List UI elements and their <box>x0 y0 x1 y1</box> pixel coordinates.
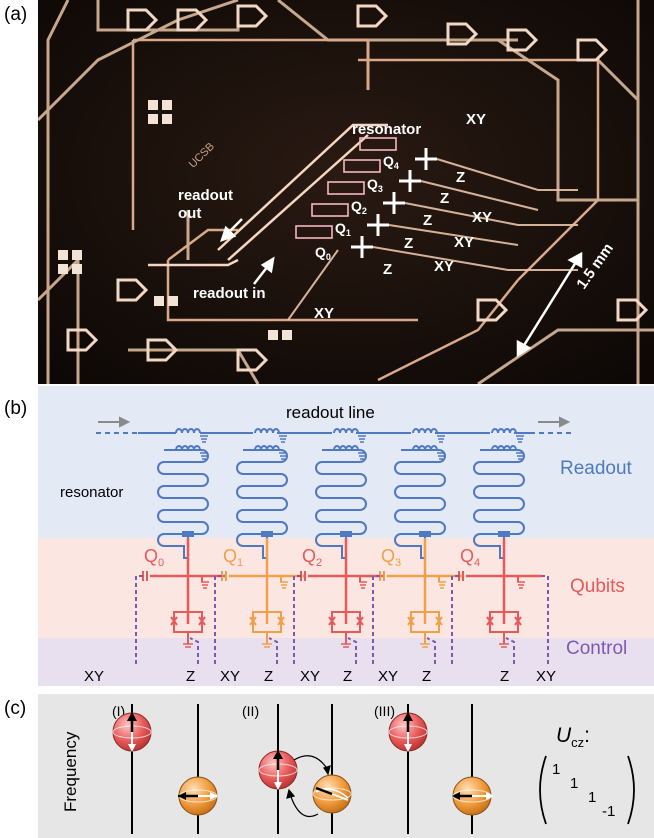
qubit-4: Q4 <box>451 538 542 664</box>
ctrl-label-8: Z <box>500 668 509 685</box>
panel-label-b: (b) <box>4 398 28 419</box>
photo-z-label-1: Z <box>456 169 465 186</box>
photo-xy-label-3: XY <box>434 258 454 275</box>
resonator-label: resonator <box>60 484 123 501</box>
readout-line-label: readout line <box>286 403 375 422</box>
matrix-entry-3: 1 <box>588 789 596 806</box>
qubit-sphere-1-orange <box>178 776 218 816</box>
resonator-column-0 <box>157 428 209 559</box>
circuit-diagram: Readout Qubits Control readout line reso… <box>38 386 654 686</box>
photo-arrows <box>220 218 583 358</box>
readout-path <box>148 123 388 267</box>
qubit-control-lines <box>287 158 578 321</box>
bond-pads <box>66 4 649 372</box>
photo-xy-label-2: XY <box>454 234 474 251</box>
matrix-bracket-right <box>627 755 635 825</box>
qubit-label-4: Q4 <box>460 546 480 569</box>
qubit-sphere-2-orange <box>312 774 352 814</box>
panel-label-c: (c) <box>4 698 27 719</box>
xy-line-right <box>542 575 549 664</box>
photo-label-xy-top: XY <box>466 111 486 128</box>
qubit-label-1: Q1 <box>223 546 243 569</box>
ctrl-label-3: Z <box>264 668 273 685</box>
region-label-readout: Readout <box>560 458 633 479</box>
qubit-sphere-3-orange <box>452 776 494 816</box>
swap-arrows <box>286 755 331 818</box>
control-region <box>38 638 654 686</box>
frequency-diagram: Frequency (I) (II) (III) <box>38 694 654 838</box>
ctrl-label-0: XY <box>84 668 104 685</box>
ctrl-label-9: XY <box>536 668 556 685</box>
ctrl-label-2: XY <box>220 668 240 685</box>
qubit-label-0: Q0 <box>144 546 164 569</box>
qubit-0: Q0 <box>135 538 226 664</box>
panel-label-a: (a) <box>4 4 28 25</box>
photo-label-readout-out-2: out <box>178 205 201 222</box>
photo-qubit-q1: Q1 <box>335 220 351 238</box>
step-label-1: (I) <box>112 703 125 719</box>
resonator-column-3 <box>394 428 446 559</box>
photo-z-label-3: Z <box>423 212 432 229</box>
photo-label-readout-in: readout in <box>193 285 266 302</box>
qubit-crosses <box>351 148 437 258</box>
region-label-qubits: Qubits <box>570 576 625 597</box>
qubit-2: Q2 <box>293 538 384 664</box>
qubit-sphere-3-red <box>388 712 428 752</box>
photo-z-label-2: Z <box>440 190 449 207</box>
matrix-entry-1: 1 <box>552 761 560 778</box>
ctrl-label-4: XY <box>300 668 320 685</box>
photo-qubit-q0: Q0 <box>315 244 331 262</box>
photo-qubit-q4: Q4 <box>383 153 399 171</box>
step-label-2: (II) <box>242 703 259 719</box>
ctrl-label-7: Z <box>422 668 431 685</box>
photo-qubit-q3: Q3 <box>367 176 383 194</box>
device-photo: resonator XY readout out readout in XY U… <box>38 0 654 384</box>
step-label-3: (III) <box>374 703 395 719</box>
qubit-sphere-2-red <box>258 750 298 790</box>
resonators <box>295 137 397 239</box>
qubit-label-3: Q3 <box>381 546 401 569</box>
photo-xy-label-1: XY <box>472 209 492 226</box>
photo-label-resonator: resonator <box>352 121 421 138</box>
ctrl-label-6: XY <box>378 668 398 685</box>
qubit-cells: Q0 Q1 Q2 Q3 Q4 <box>135 538 549 664</box>
photo-background <box>38 0 654 384</box>
qubit-3: Q3 <box>372 538 463 664</box>
control-line-labels: XY Z XY Z XY Z XY Z Z XY <box>84 668 556 685</box>
signal-arrows <box>98 416 571 428</box>
resonator-columns <box>157 428 525 559</box>
inner-frame <box>131 38 600 382</box>
gate-symbol: Ucz: <box>556 724 590 750</box>
matrix-entry-4: -1 <box>602 803 615 820</box>
photo-z-label-5: Z <box>383 261 392 278</box>
qubit-1: Q1 <box>214 538 305 664</box>
test-structures <box>58 100 292 340</box>
ctrl-label-1: Z <box>186 668 195 685</box>
resonator-column-1 <box>236 428 288 559</box>
qubit-label-2: Q2 <box>302 546 322 569</box>
matrix-entry-2: 1 <box>570 775 578 792</box>
resonator-column-4 <box>473 428 525 559</box>
matrix-bracket-left <box>539 755 547 825</box>
qubit-sphere-1-red <box>112 712 152 752</box>
resonator-column-2 <box>315 428 367 559</box>
photo-label-readout-out-1: readout <box>178 187 233 204</box>
region-label-control: Control <box>566 638 627 659</box>
ctrl-label-5: Z <box>343 668 352 685</box>
photo-z-label-4: Z <box>404 235 413 252</box>
frequency-axis-label: Frequency <box>61 731 80 812</box>
photo-label-xy-bottom: XY <box>314 305 334 322</box>
photo-qubit-q2: Q2 <box>351 198 367 216</box>
